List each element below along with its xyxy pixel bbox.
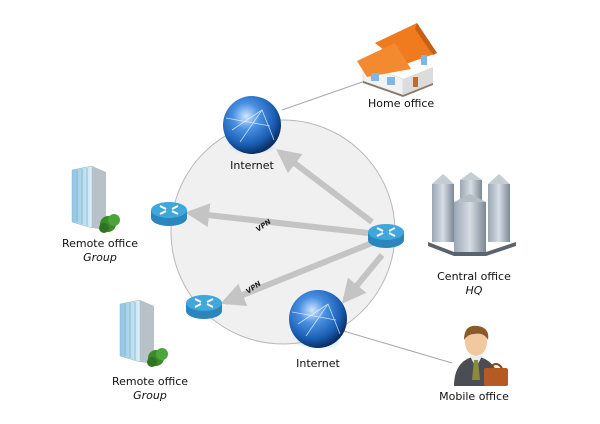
link-internet-home: [281, 79, 369, 111]
router-icon-remote-1: [151, 202, 187, 226]
internet-bottom-label: Internet: [288, 357, 348, 371]
office-building-icon-1: [71, 165, 120, 233]
remote-office-1-label: Remote office Group: [60, 237, 140, 265]
internet-top-label: Internet: [222, 159, 282, 173]
office-building-icon-2: [119, 299, 168, 367]
remote-office-2-label: Remote office Group: [110, 375, 190, 403]
skyscrapers-icon: [428, 172, 516, 256]
arrow-vpn-remote-2: [220, 240, 374, 306]
arrow-to-internet-bottom: [341, 253, 385, 304]
businessman-icon: [454, 325, 508, 386]
central-office-label-text: Central office: [437, 270, 511, 283]
central-office-label: Central office HQ: [432, 270, 516, 298]
internet-bottom-label-text: Internet: [296, 357, 340, 370]
arrow-to-internet-top: [276, 149, 374, 225]
remote-office-2-sublabel: Group: [133, 389, 167, 402]
house-icon: [357, 23, 437, 97]
router-icon-hq: [368, 224, 404, 248]
remote-office-1-sublabel: Group: [83, 251, 117, 264]
arrow-vpn-remote-1: [185, 203, 369, 236]
home-office-label-text: Home office: [368, 97, 435, 110]
home-office-label: Home office: [368, 97, 435, 111]
mobile-office-label: Mobile office: [436, 390, 512, 404]
link-internet-mobile: [339, 329, 453, 364]
router-icon-remote-2: [186, 295, 222, 319]
remote-office-2-label-text: Remote office: [111, 375, 189, 388]
globe-icon-bottom: [289, 290, 347, 349]
globe-icon-top: [223, 96, 281, 154]
internet-top-label-text: Internet: [230, 159, 274, 172]
central-office-sublabel: HQ: [465, 284, 483, 297]
mobile-office-label-text: Mobile office: [439, 390, 509, 403]
remote-office-1-label-text: Remote office: [61, 237, 139, 250]
